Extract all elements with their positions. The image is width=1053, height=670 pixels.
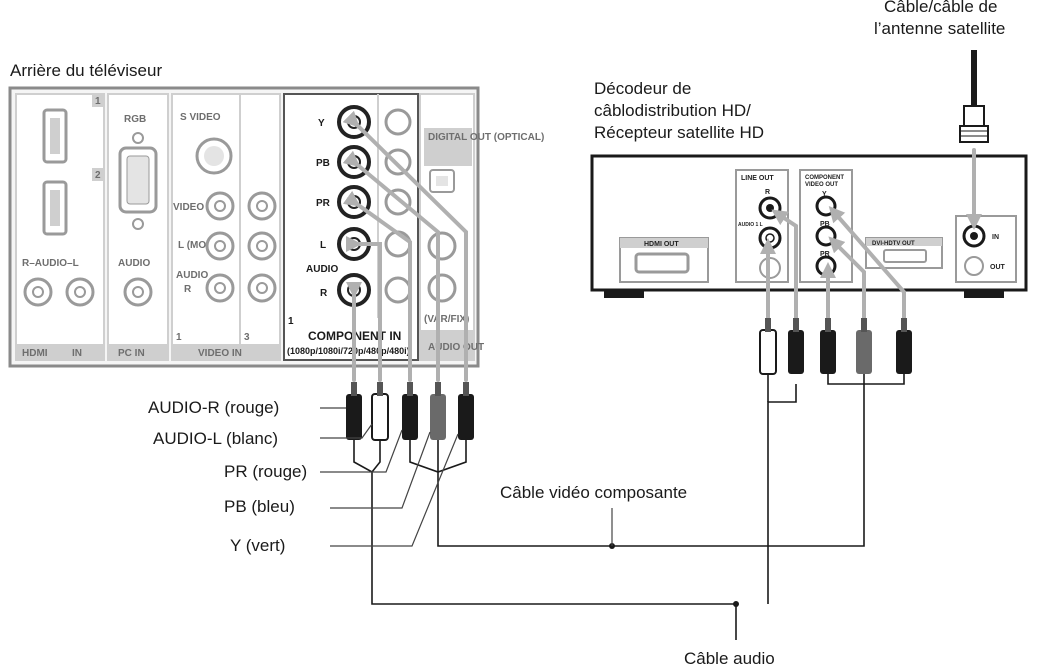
decoder-pb-label: PB: [820, 221, 830, 228]
pc-rgb-label: RGB: [124, 114, 146, 125]
decoder-box: HDMI OUT LINE OUT R AUDIO 1 L COMPONENT …: [590, 154, 1028, 298]
component-r-label: R: [320, 288, 328, 299]
label-pr: PR (rouge): [224, 462, 307, 481]
hdmi-logo: HDMI: [22, 348, 48, 359]
hdmi-audio-r-jack[interactable]: [23, 277, 53, 307]
component-pb-label: PB: [316, 158, 330, 169]
component-in-sub: (1080p/1080i/720p/480p/480i): [287, 346, 410, 356]
plug-audio-r: [346, 382, 362, 440]
decoder-hdmi-out-port[interactable]: [634, 252, 690, 274]
decoder-out-label: OUT: [990, 264, 1006, 271]
plug-pb: [430, 382, 446, 440]
pc-in-label: PC IN: [118, 348, 145, 359]
decoder-line-out-label: LINE OUT: [741, 175, 774, 182]
decoder-line-out-r: R: [765, 189, 770, 196]
audio-cable-wire: [371, 472, 737, 640]
plug-audio-l: [371, 382, 389, 441]
decoder-title-3: Récepteur satellite HD: [594, 123, 764, 142]
audio-out-r-jack[interactable]: [427, 273, 457, 303]
decoder-in-label: IN: [992, 234, 999, 241]
pc-audio-jack[interactable]: [123, 277, 153, 307]
hdmi-port-2[interactable]: [42, 180, 68, 236]
decoder-audio1-l: AUDIO 1 L: [738, 222, 763, 228]
video-num-1: 1: [176, 332, 182, 343]
hdmi-in-label: IN: [72, 348, 82, 359]
decoder-plug-pr: [896, 318, 912, 374]
tv-audio-wire-join: [353, 440, 381, 474]
decoder-plug-audio-l: [759, 318, 777, 375]
antenna-label-1: Câble/câble de: [884, 0, 997, 16]
decoder-plug-cables: [760, 148, 982, 320]
digital-out-label: DIGITAL OUT (OPTICAL): [428, 132, 544, 143]
hdmi-port-1[interactable]: [42, 108, 68, 164]
decoder-component-out-2: VIDEO OUT: [805, 182, 838, 188]
decoder-title-2: câblodistribution HD/: [594, 101, 751, 120]
decoder-audio-l-jack[interactable]: [758, 226, 782, 250]
label-y: Y (vert): [230, 536, 285, 555]
decoder-plug-y: [820, 318, 836, 374]
video-audio-l-jack-1[interactable]: [205, 231, 235, 261]
decoder-audio-wire: [767, 384, 797, 604]
video-audio-r-jack-1[interactable]: [205, 273, 235, 303]
decoder-y-label: Y: [822, 191, 827, 198]
decoder-title-1: Décodeur de: [594, 79, 691, 98]
optical-port[interactable]: [429, 169, 455, 193]
antenna-label-2: l’antenne satellite: [874, 19, 1005, 38]
decoder-hdmi-out-label: HDMI OUT: [644, 241, 679, 248]
tv-video-wire-join: [409, 440, 467, 473]
decoder-dvi-label: DVI-HDTV OUT: [872, 241, 915, 247]
audio-out-l-jack[interactable]: [427, 231, 457, 261]
video-audio-label: AUDIO: [176, 270, 208, 281]
component-pr-label: PR: [316, 198, 331, 209]
component-l-label: L: [320, 240, 326, 251]
decoder-dvi-port[interactable]: [883, 249, 927, 263]
component-num-1: 1: [288, 316, 294, 327]
pc-audio-label: AUDIO: [118, 258, 150, 269]
hdmi-num-2: 2: [95, 170, 101, 181]
tv-plugs: [346, 382, 474, 441]
decoder-plug-pb: [856, 318, 872, 374]
video-audio-r-jack-3[interactable]: [247, 273, 277, 303]
video-in-label: VIDEO IN: [198, 348, 242, 359]
label-component-cable: Câble vidéo composante: [500, 483, 687, 502]
decoder-component-out-1: COMPONENT: [805, 175, 844, 181]
video-audio-l-jack-3[interactable]: [247, 231, 277, 261]
antenna-cable: [959, 50, 989, 143]
hdmi-num-1: 1: [95, 96, 101, 107]
hdmi-audio-l-jack[interactable]: [65, 277, 95, 307]
decoder-plugs: [759, 318, 912, 375]
decoder-coax-in[interactable]: [962, 224, 986, 248]
decoder-coax-out[interactable]: [964, 256, 984, 276]
label-audio-l: AUDIO-L (blanc): [153, 429, 278, 448]
video-jack-3[interactable]: [247, 191, 277, 221]
video-num-3: 3: [244, 332, 250, 343]
tv-title: Arrière du téléviseur: [10, 61, 162, 80]
video-label: VIDEO: [173, 202, 204, 213]
video-r-label: R: [184, 284, 192, 295]
label-audio-r: AUDIO-R (rouge): [148, 398, 279, 417]
video-l-mono-label: L (MONO): [178, 240, 224, 251]
plug-y: [458, 382, 474, 440]
tv-plug-cables: [342, 110, 468, 382]
decoder-plug-audio-r: [788, 318, 804, 374]
label-pb: PB (bleu): [224, 497, 295, 516]
var-fix-label: (VAR/FIX): [424, 314, 469, 325]
decoder-pr-label: PR: [820, 251, 830, 258]
hdmi-audio-label: R–AUDIO–L: [22, 258, 79, 269]
component-cable-wire: [437, 384, 865, 547]
component-audio-label: AUDIO: [306, 264, 338, 275]
svideo-label: S VIDEO: [180, 112, 221, 123]
audio-out-label: AUDIO OUT: [428, 342, 484, 353]
plug-pr: [402, 382, 418, 440]
video-jack-1[interactable]: [205, 191, 235, 221]
svideo-port[interactable]: [195, 137, 233, 175]
label-audio-cable: Câble audio: [684, 649, 775, 668]
component-y-label: Y: [318, 118, 325, 129]
vga-port[interactable]: [118, 132, 158, 230]
